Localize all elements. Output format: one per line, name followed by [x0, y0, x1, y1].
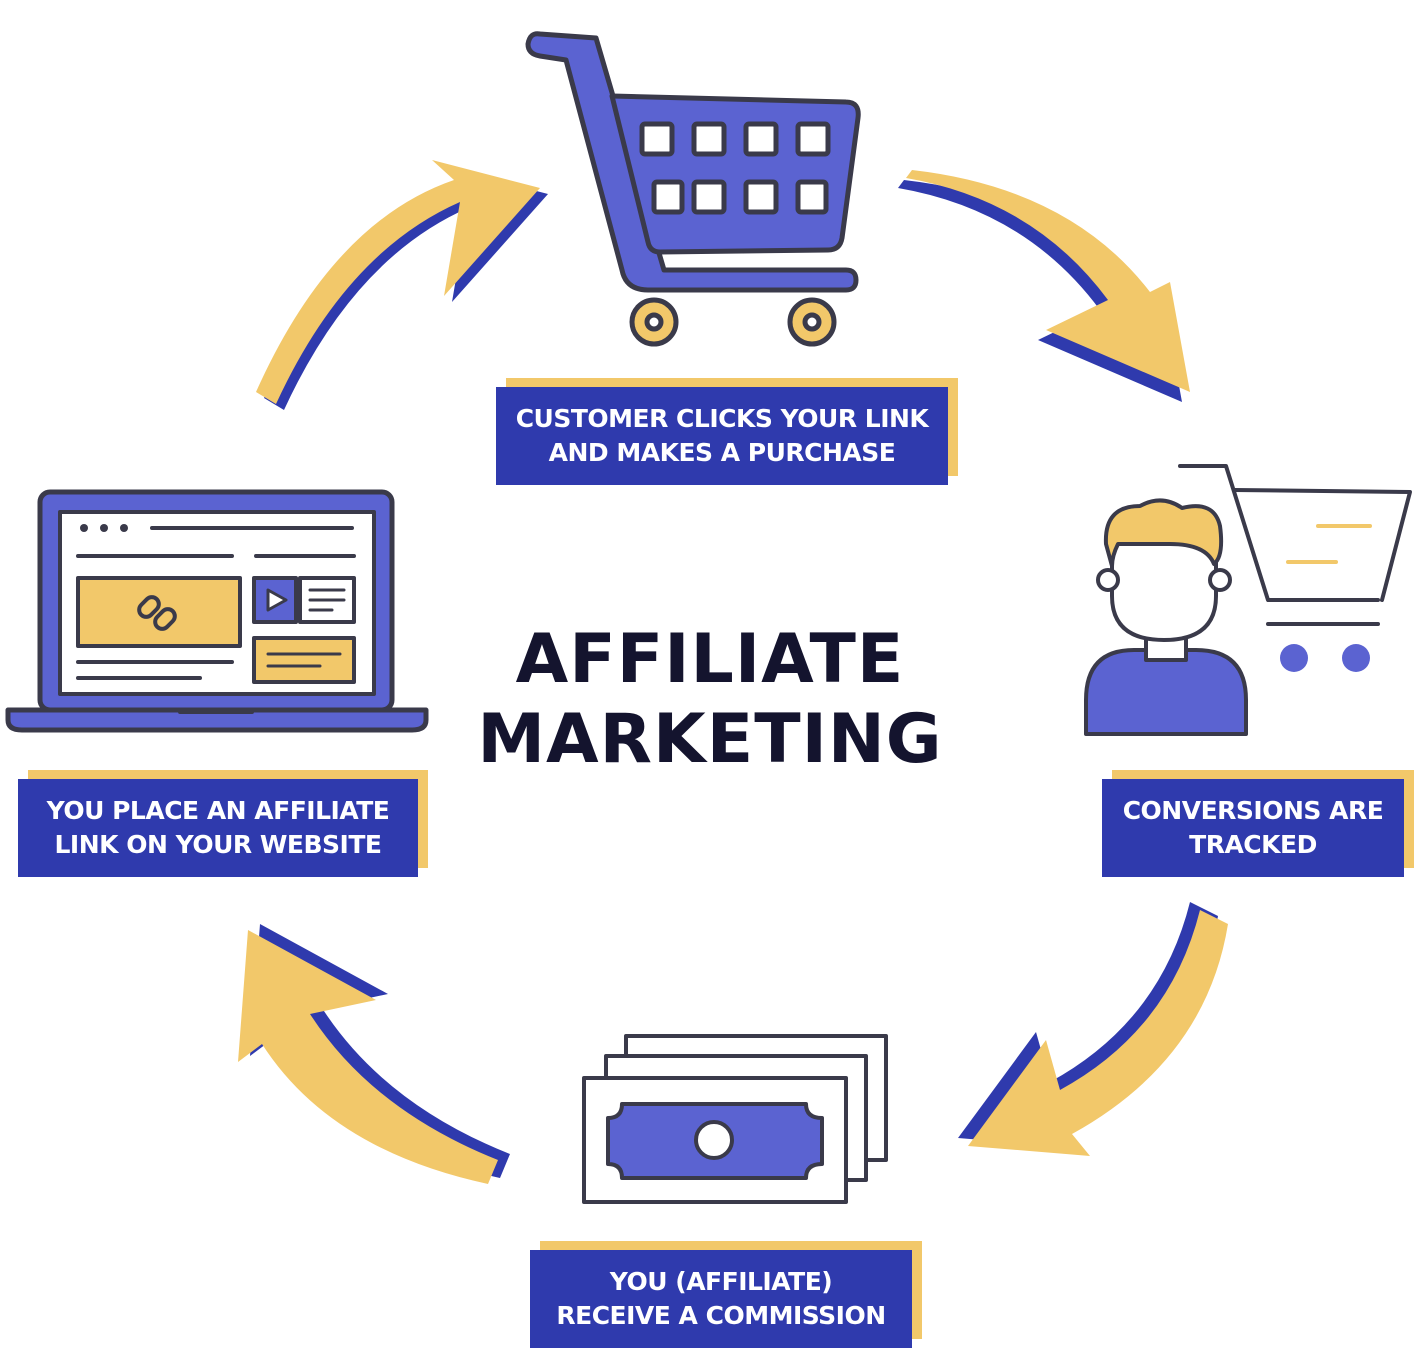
step-customer-clicks-label: CUSTOMER CLICKS YOUR LINK AND MAKES A PU…: [496, 387, 948, 485]
step-commission-label: YOU (AFFILIATE) RECEIVE A COMMISSION: [530, 1250, 912, 1348]
step-customer-clicks-line2: AND MAKES A PURCHASE: [548, 438, 896, 467]
arrow-to-place-link: [238, 924, 510, 1184]
arrow-to-tracked: [898, 170, 1190, 402]
arrow-to-commission: [958, 902, 1228, 1156]
step-commission-line2: RECEIVE A COMMISSION: [556, 1301, 886, 1330]
customer-with-cart-icon: [1084, 464, 1412, 736]
step-conversions-label: CONVERSIONS ARE TRACKED: [1102, 779, 1404, 877]
step-commission-line1: YOU (AFFILIATE): [609, 1267, 833, 1296]
money-bills-icon: [582, 1034, 888, 1204]
shopping-cart-icon: [525, 31, 861, 347]
diagram-title: AFFILIATE MARKETING: [430, 620, 990, 780]
title-line1: AFFILIATE: [515, 620, 905, 699]
step-conversions-line1: CONVERSIONS ARE: [1122, 796, 1384, 825]
step-conversions-line2: TRACKED: [1189, 830, 1317, 859]
step-place-link-label: YOU PLACE AN AFFILIATE LINK ON YOUR WEBS…: [18, 779, 418, 877]
step-place-link-line2: LINK ON YOUR WEBSITE: [54, 830, 382, 859]
arrow-to-cart: [256, 160, 548, 410]
laptop-link-icon: [5, 489, 429, 733]
step-place-link-line1: YOU PLACE AN AFFILIATE: [46, 796, 390, 825]
title-line2: MARKETING: [477, 700, 943, 779]
step-customer-clicks-line1: CUSTOMER CLICKS YOUR LINK: [515, 404, 929, 433]
